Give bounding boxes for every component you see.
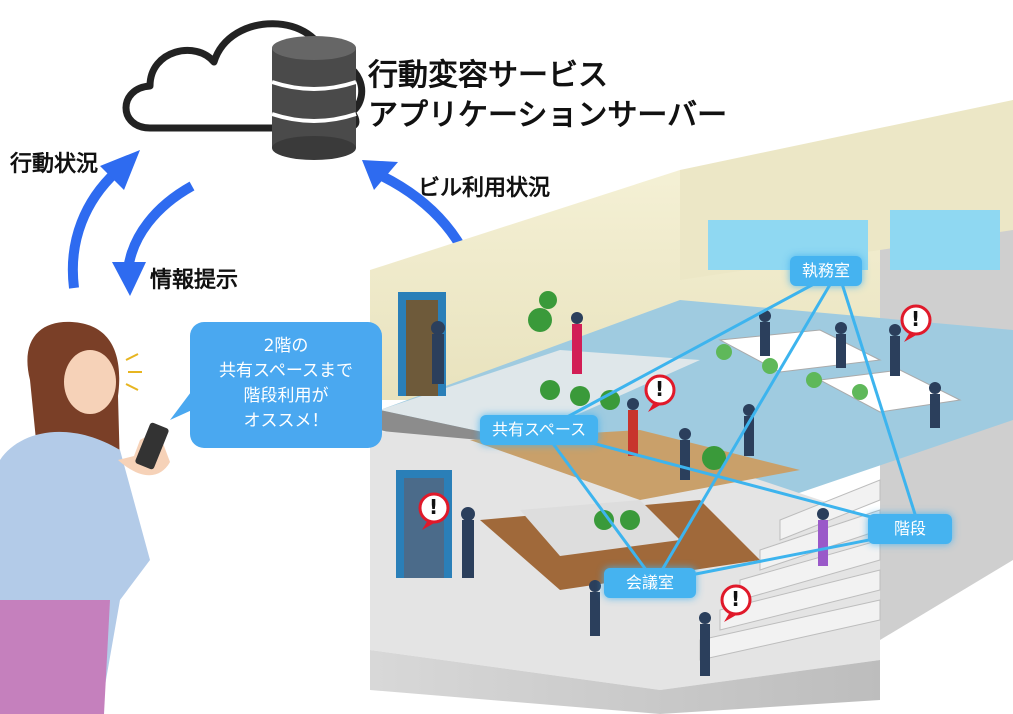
- zone-links: [541, 269, 922, 584]
- recommendation-bubble: 2階の 共有スペースまで 階段利用が オススメ！: [190, 322, 382, 448]
- database-server-icon: [271, 36, 357, 160]
- alert-mark: !: [429, 495, 439, 519]
- alert-icon: [644, 374, 676, 412]
- bubble-line1: 2階の: [263, 336, 309, 356]
- label-behavior-status: 行動状況: [10, 152, 99, 177]
- alert-mark: !: [731, 587, 741, 611]
- bubble-line3: 階段利用が: [243, 386, 329, 406]
- label-building-usage: ビル利用状況: [418, 176, 551, 201]
- alert-icon: [418, 492, 450, 530]
- arrow-up-left-icon: [67, 150, 140, 289]
- alert-mark: !: [911, 307, 921, 331]
- bubble-line2: 共有スペースまで: [219, 361, 353, 381]
- label-info-presentation: 情報提示: [150, 268, 239, 293]
- zone-tag-office: 執務室: [790, 256, 863, 286]
- server-title: 行動変容サービス アプリケーションサーバー: [368, 56, 727, 136]
- server-title-line1: 行動変容サービス: [368, 58, 608, 93]
- alert-icon: [720, 584, 752, 622]
- zone-tag-stairs: 階段: [868, 514, 953, 544]
- zone-tag-meeting-room: 会議室: [604, 568, 697, 598]
- arrow-down-icon: [112, 181, 195, 296]
- alert-mark: !: [655, 377, 665, 401]
- zone-tag-shared-space: 共有スペース: [480, 415, 599, 445]
- bubble-line4: オススメ！: [243, 411, 329, 431]
- woman-with-smartphone: [0, 321, 170, 714]
- building: [370, 100, 1013, 714]
- server-title-line2: アプリケーションサーバー: [368, 98, 728, 133]
- alert-icon: [900, 304, 932, 342]
